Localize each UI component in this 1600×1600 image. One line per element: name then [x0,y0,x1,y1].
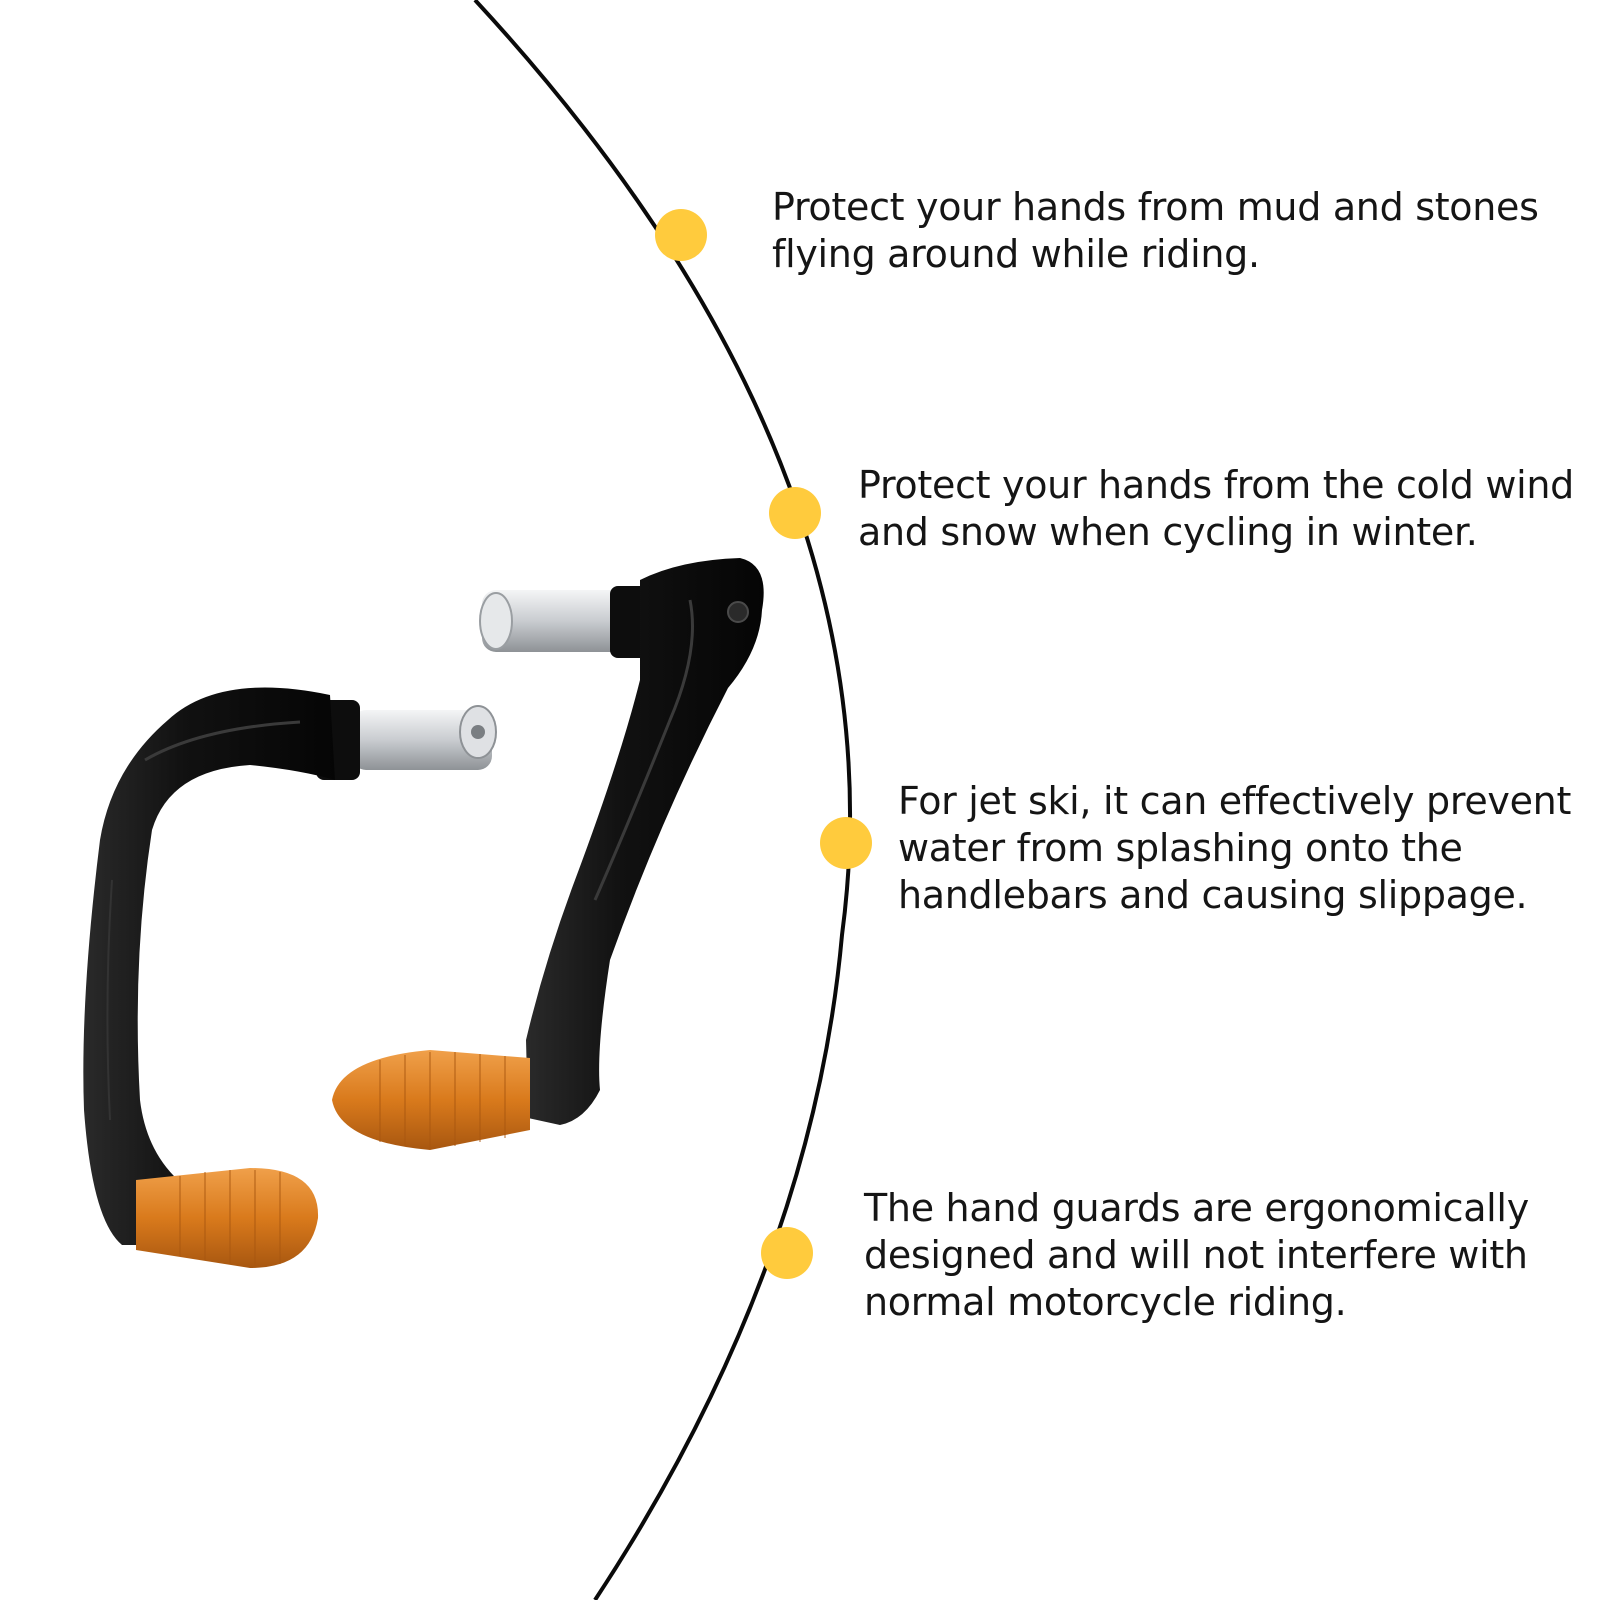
feature-3-line-1: For jet ski, it can effectively prevent [898,779,1572,823]
feature-marker-1 [655,209,707,261]
feature-text-2: Protect your hands from the cold wind an… [858,462,1574,556]
feature-marker-3 [820,817,872,869]
hand-guard-left [83,687,497,1268]
timeline-curve [473,0,853,1600]
grip-left [136,1168,319,1268]
grip-right [332,1050,530,1150]
feature-2-line-2: and snow when cycling in winter. [858,510,1478,554]
feature-2-line-1: Protect your hands from the cold wind [858,463,1575,507]
feature-1-line-1: Protect your hands from mud and stones [772,185,1539,229]
bar-end-left [352,710,492,770]
bar-end-right [482,590,632,652]
feature-1-line-2: flying around while riding. [772,232,1260,276]
feature-4-line-1: The hand guards are ergonomically [864,1186,1529,1230]
feature-text-3: For jet ski, it can effectively prevent … [898,778,1571,919]
feature-text-4: The hand guards are ergonomically design… [864,1185,1529,1326]
feature-marker-2 [769,487,821,539]
feature-marker-4 [761,1227,813,1279]
feature-text-1: Protect your hands from mud and stones f… [772,184,1539,278]
feature-3-line-3: handlebars and causing slippage. [898,873,1528,917]
feature-3-line-2: water from splashing onto the [898,826,1463,870]
hand-guard-right [332,558,764,1150]
feature-4-line-3: normal motorcycle riding. [864,1280,1347,1324]
guard-arm-left [83,687,335,1245]
feature-4-line-2: designed and will not interfere with [864,1233,1528,1277]
guard-arm-right [526,558,764,1125]
